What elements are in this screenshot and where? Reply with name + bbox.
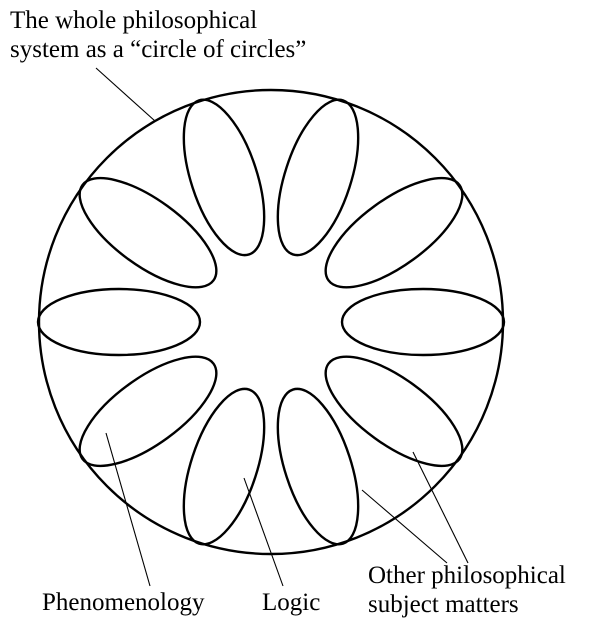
- phenomenology-label: Phenomenology: [42, 589, 205, 616]
- petal-ellipse: [182, 387, 266, 546]
- other-leader-line-2: [412, 451, 469, 564]
- other-leader-line-1: [361, 489, 448, 564]
- petal-ellipse: [324, 355, 464, 468]
- other-line2: subject matters: [368, 591, 519, 618]
- other-subjects-label: Other philosophical subject matters: [368, 561, 566, 619]
- logic-leader-line: [243, 477, 284, 587]
- petal-ellipse: [340, 287, 506, 357]
- title-label: The whole philosophical system as a “cir…: [10, 6, 306, 64]
- petal-ellipse: [78, 176, 218, 289]
- petal-ellipse: [276, 98, 360, 257]
- petal-ellipse: [182, 98, 266, 257]
- title-leader-line: [95, 67, 156, 122]
- petal-ellipse: [36, 287, 202, 357]
- leader-line-group: [95, 67, 469, 587]
- petal-group: [36, 98, 506, 546]
- petal-ellipse: [276, 387, 360, 546]
- petal-ellipse: [78, 355, 218, 468]
- petal-ellipse: [324, 176, 464, 289]
- logic-label: Logic: [262, 589, 321, 616]
- other-line1: Other philosophical: [368, 562, 566, 589]
- outer-circle: [37, 88, 505, 556]
- title-line2: system as a “circle of circles”: [10, 36, 307, 63]
- phenomenology-leader-line: [105, 432, 151, 587]
- title-line1: The whole philosophical: [10, 7, 258, 34]
